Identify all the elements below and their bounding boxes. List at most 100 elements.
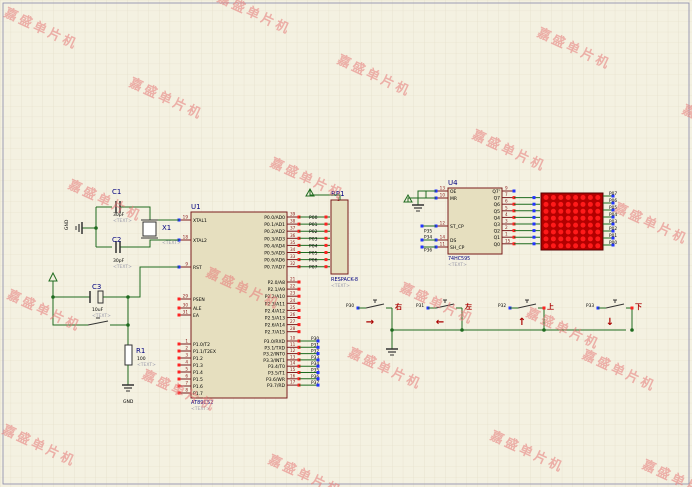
matrix-net-label: P00 (609, 240, 617, 246)
button-net-label: P30 (346, 303, 354, 309)
gnd-label-left: GND (64, 219, 70, 230)
u4-pin-num-2: 2 (505, 225, 508, 230)
u1-pin-num-31: 31 (183, 310, 189, 315)
c1-value: 30pF (113, 212, 125, 218)
col-marker (532, 209, 536, 213)
p3-net-label: P33 (311, 355, 319, 361)
c3-ref: C3 (92, 283, 101, 291)
reset-btn-lever (87, 320, 109, 326)
led-dot (573, 201, 579, 207)
u1-pin-name-4: P1.3 (193, 363, 203, 369)
led-dot (558, 195, 564, 200)
vcc-symbol (305, 187, 315, 197)
u4-pin-name-14: DS (450, 238, 456, 244)
c3-text: <TEXT> (92, 313, 111, 319)
u1-pin-name-9: RST (193, 265, 202, 271)
p0-net-label: P00 (309, 215, 318, 221)
u1-text: <TEXT> (191, 406, 210, 412)
u1-pin-num-34: 34 (290, 247, 296, 252)
u1-pin-name-6: P1.5 (193, 377, 203, 383)
col-marker (532, 242, 536, 246)
u1-pin-num-38: 38 (290, 219, 296, 224)
col-marker (532, 229, 536, 233)
c1-ref: C1 (112, 188, 121, 196)
u4-pin-name-7: Q7 (494, 196, 501, 202)
row-marker (611, 194, 615, 198)
u1-pin-num-35: 35 (290, 240, 296, 245)
p0-net-label: P06 (309, 258, 318, 264)
u4-body (447, 187, 503, 255)
led-dot (565, 243, 571, 249)
u1-pin-marker-28 (297, 330, 301, 334)
led-dot (543, 215, 549, 221)
u4-pin-name-10: MR (450, 196, 457, 202)
p0-net-label: P01 (309, 222, 318, 228)
u1-pin-name-29: PSEN (193, 297, 205, 303)
u4-pin-num-13: 13 (440, 186, 446, 191)
u1-pin-name-13: P3.3/INT1 (263, 358, 285, 364)
p3-marker (316, 364, 320, 368)
c2-value: 30pF (113, 258, 125, 264)
led-dot (558, 201, 564, 207)
button-lever (517, 303, 537, 309)
p3-net-label: P31 (311, 342, 319, 348)
led-dot (587, 215, 593, 221)
led-dot (587, 229, 593, 235)
p0-marker (324, 243, 328, 247)
led-dot (595, 215, 601, 221)
u1-pin-num-29: 29 (183, 294, 189, 299)
junction-dot (126, 295, 130, 299)
u1-pin-num-13: 13 (290, 354, 296, 359)
u1-pin-marker-23 (297, 294, 301, 298)
u1-pin-marker-21 (297, 280, 301, 284)
led-dot (580, 195, 586, 200)
u1-pin-num-27: 27 (290, 319, 296, 324)
p3-marker (316, 377, 320, 381)
u1-pin-name-7: P1.6 (193, 384, 203, 390)
led-dot (573, 208, 579, 214)
c1-text: <TEXT> (113, 218, 132, 224)
led-dot (580, 208, 586, 214)
u1-pin-marker-31 (177, 313, 181, 317)
u1-pin-marker-25 (297, 308, 301, 312)
col-marker (532, 222, 536, 226)
button-marker (542, 306, 546, 310)
rp1-part: RESPACK-8 (331, 277, 358, 283)
u1-pin-name-26: P2.5/A13 (265, 316, 285, 322)
u1-pin-name-5: P1.4 (193, 370, 203, 376)
u1-pin-num-28: 28 (290, 326, 296, 331)
p3-net-label: P32 (311, 349, 319, 355)
u4-pin-num-15: 15 (505, 238, 511, 243)
u1-pin-num-21: 21 (290, 277, 296, 282)
u1-pin-num-32: 32 (290, 261, 296, 266)
p3-marker (316, 345, 320, 349)
u1-pin-name-2: P1.1/T2EX (193, 349, 216, 355)
button-net-label: P32 (498, 303, 506, 309)
u1-pin-num-26: 26 (290, 312, 296, 317)
row-marker (611, 243, 615, 247)
led-dot (550, 243, 556, 249)
rp1-text: <TEXT> (331, 283, 350, 289)
u4-ref: U4 (448, 179, 458, 187)
xtal2-wire (130, 239, 179, 248)
p3-marker (316, 358, 320, 362)
button-arrow-3: ↓ (606, 317, 614, 328)
led-dot (543, 222, 549, 228)
p0-net-label: P07 (309, 265, 318, 271)
u4-pin-name-1: Q1 (494, 235, 501, 241)
u4-in-marker (420, 224, 424, 228)
matrix-net-label: P04 (609, 212, 617, 218)
button-arrow-0: → (366, 317, 374, 328)
u1-pin-marker-26 (297, 316, 301, 319)
u1-pin-num-22: 22 (290, 284, 296, 289)
u4-pin-name-4: Q4 (494, 215, 501, 221)
u1-pin-marker-27 (297, 323, 301, 327)
u4-net-label: P36 (424, 248, 432, 254)
button-label-2: 上 (547, 302, 554, 311)
led-dot (558, 215, 564, 221)
row-marker (611, 222, 615, 226)
u1-pin-num-8: 8 (185, 388, 188, 393)
button-lever (435, 303, 455, 309)
u1-pin-num-4: 4 (185, 360, 188, 365)
